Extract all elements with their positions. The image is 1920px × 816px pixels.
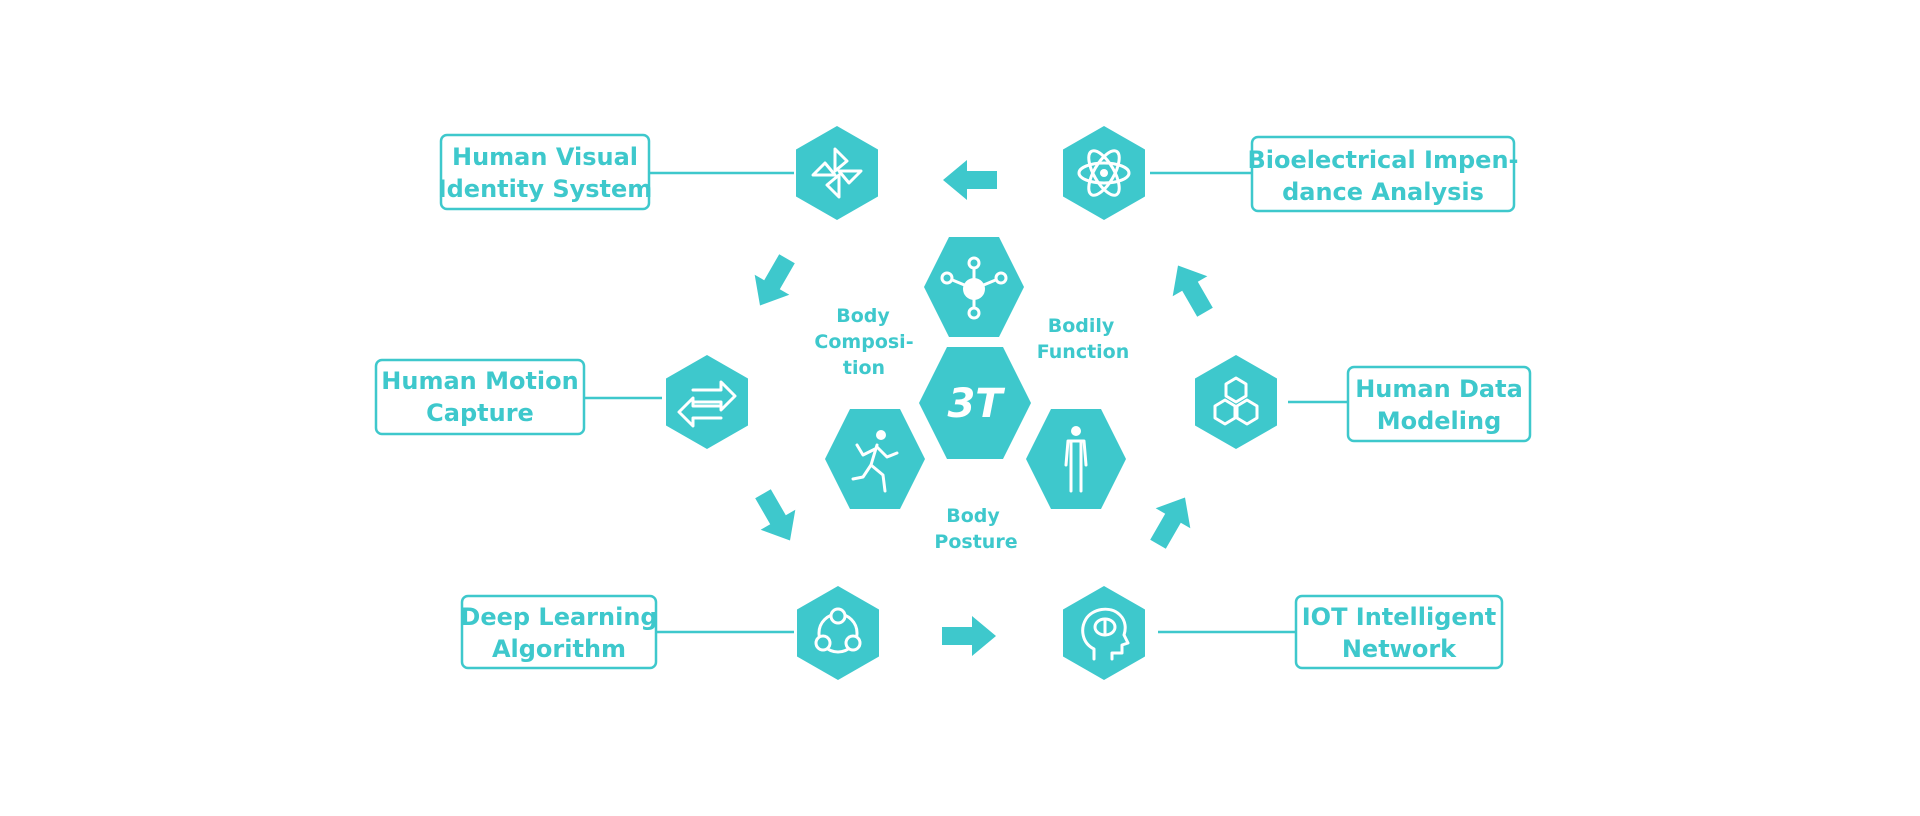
label-line: Deep Learning (460, 603, 657, 631)
arrow-left-top (943, 160, 997, 200)
label-body-posture: Body Posture (934, 505, 1017, 553)
label-box-human-visual-identity: Human Visual Identity System (438, 133, 653, 211)
label-body-composition: Body Composi- tion (814, 305, 913, 379)
label-line: Human Motion (381, 367, 578, 395)
standing-person-icon (1064, 426, 1088, 493)
hex-inner-left (825, 409, 925, 509)
label-line: Algorithm (492, 635, 626, 663)
label-line: Identity System (438, 175, 653, 203)
arrow-right-bottom (942, 616, 996, 656)
hex-center-3t: 3T (919, 347, 1031, 459)
hexagon-cluster-icon (1213, 376, 1259, 426)
label-line: Bioelectrical Impen- (1248, 146, 1519, 174)
label-bodily-function: Bodily Function (1037, 315, 1130, 363)
label-line: Modeling (1377, 407, 1502, 435)
inner-label-line: Body (836, 305, 890, 327)
label-line: Network (1342, 635, 1457, 663)
hex-iot-network (1063, 586, 1145, 680)
molecule-icon (940, 256, 1008, 320)
inner-label-line: Body (946, 505, 1000, 527)
label-box-human-data-modeling: Human Data Modeling (1346, 365, 1532, 443)
center-label: 3T (947, 381, 1005, 427)
label-line: Human Data (1355, 375, 1523, 403)
label-line: dance Analysis (1282, 178, 1484, 206)
swap-arrows-icon (677, 380, 737, 428)
hex-human-motion-capture (666, 355, 748, 449)
inner-label-line: Posture (934, 531, 1017, 553)
inner-label-line: Composi- (814, 331, 913, 353)
label-box-deep-learning: Deep Learning Algorithm (460, 594, 658, 670)
label-line: Capture (426, 399, 534, 427)
head-brain-icon (1081, 607, 1130, 661)
arrow-up-left-upper (1160, 255, 1223, 323)
hex-bioelectrical-impedance (1063, 126, 1145, 220)
hex-deep-learning (797, 586, 879, 680)
inner-label-line: Function (1037, 341, 1130, 363)
atom-icon (1077, 149, 1131, 197)
hex-inner-right (1026, 409, 1126, 509)
label-line: IOT Intelligent (1302, 603, 1497, 631)
label-box-human-motion-capture: Human Motion Capture (374, 358, 586, 436)
hex-human-visual-identity (796, 126, 878, 220)
arrow-down-left-upper (742, 248, 805, 316)
label-box-iot-network: IOT Intelligent Network (1294, 594, 1504, 670)
arrow-up-right-lower (1140, 487, 1203, 555)
arrow-down-right-lower (745, 483, 808, 551)
circle-network-icon (814, 607, 862, 654)
inner-label-line: Bodily (1048, 315, 1115, 337)
label-line: Human Visual (452, 143, 638, 171)
running-person-icon (851, 430, 899, 493)
hex-human-data-modeling (1195, 355, 1277, 449)
inner-label-line: tion (843, 357, 885, 379)
pinwheel-icon (811, 147, 863, 199)
label-box-bioelectrical-impedance: Bioelectrical Impen- dance Analysis (1248, 135, 1519, 213)
hex-inner-top (924, 237, 1024, 337)
